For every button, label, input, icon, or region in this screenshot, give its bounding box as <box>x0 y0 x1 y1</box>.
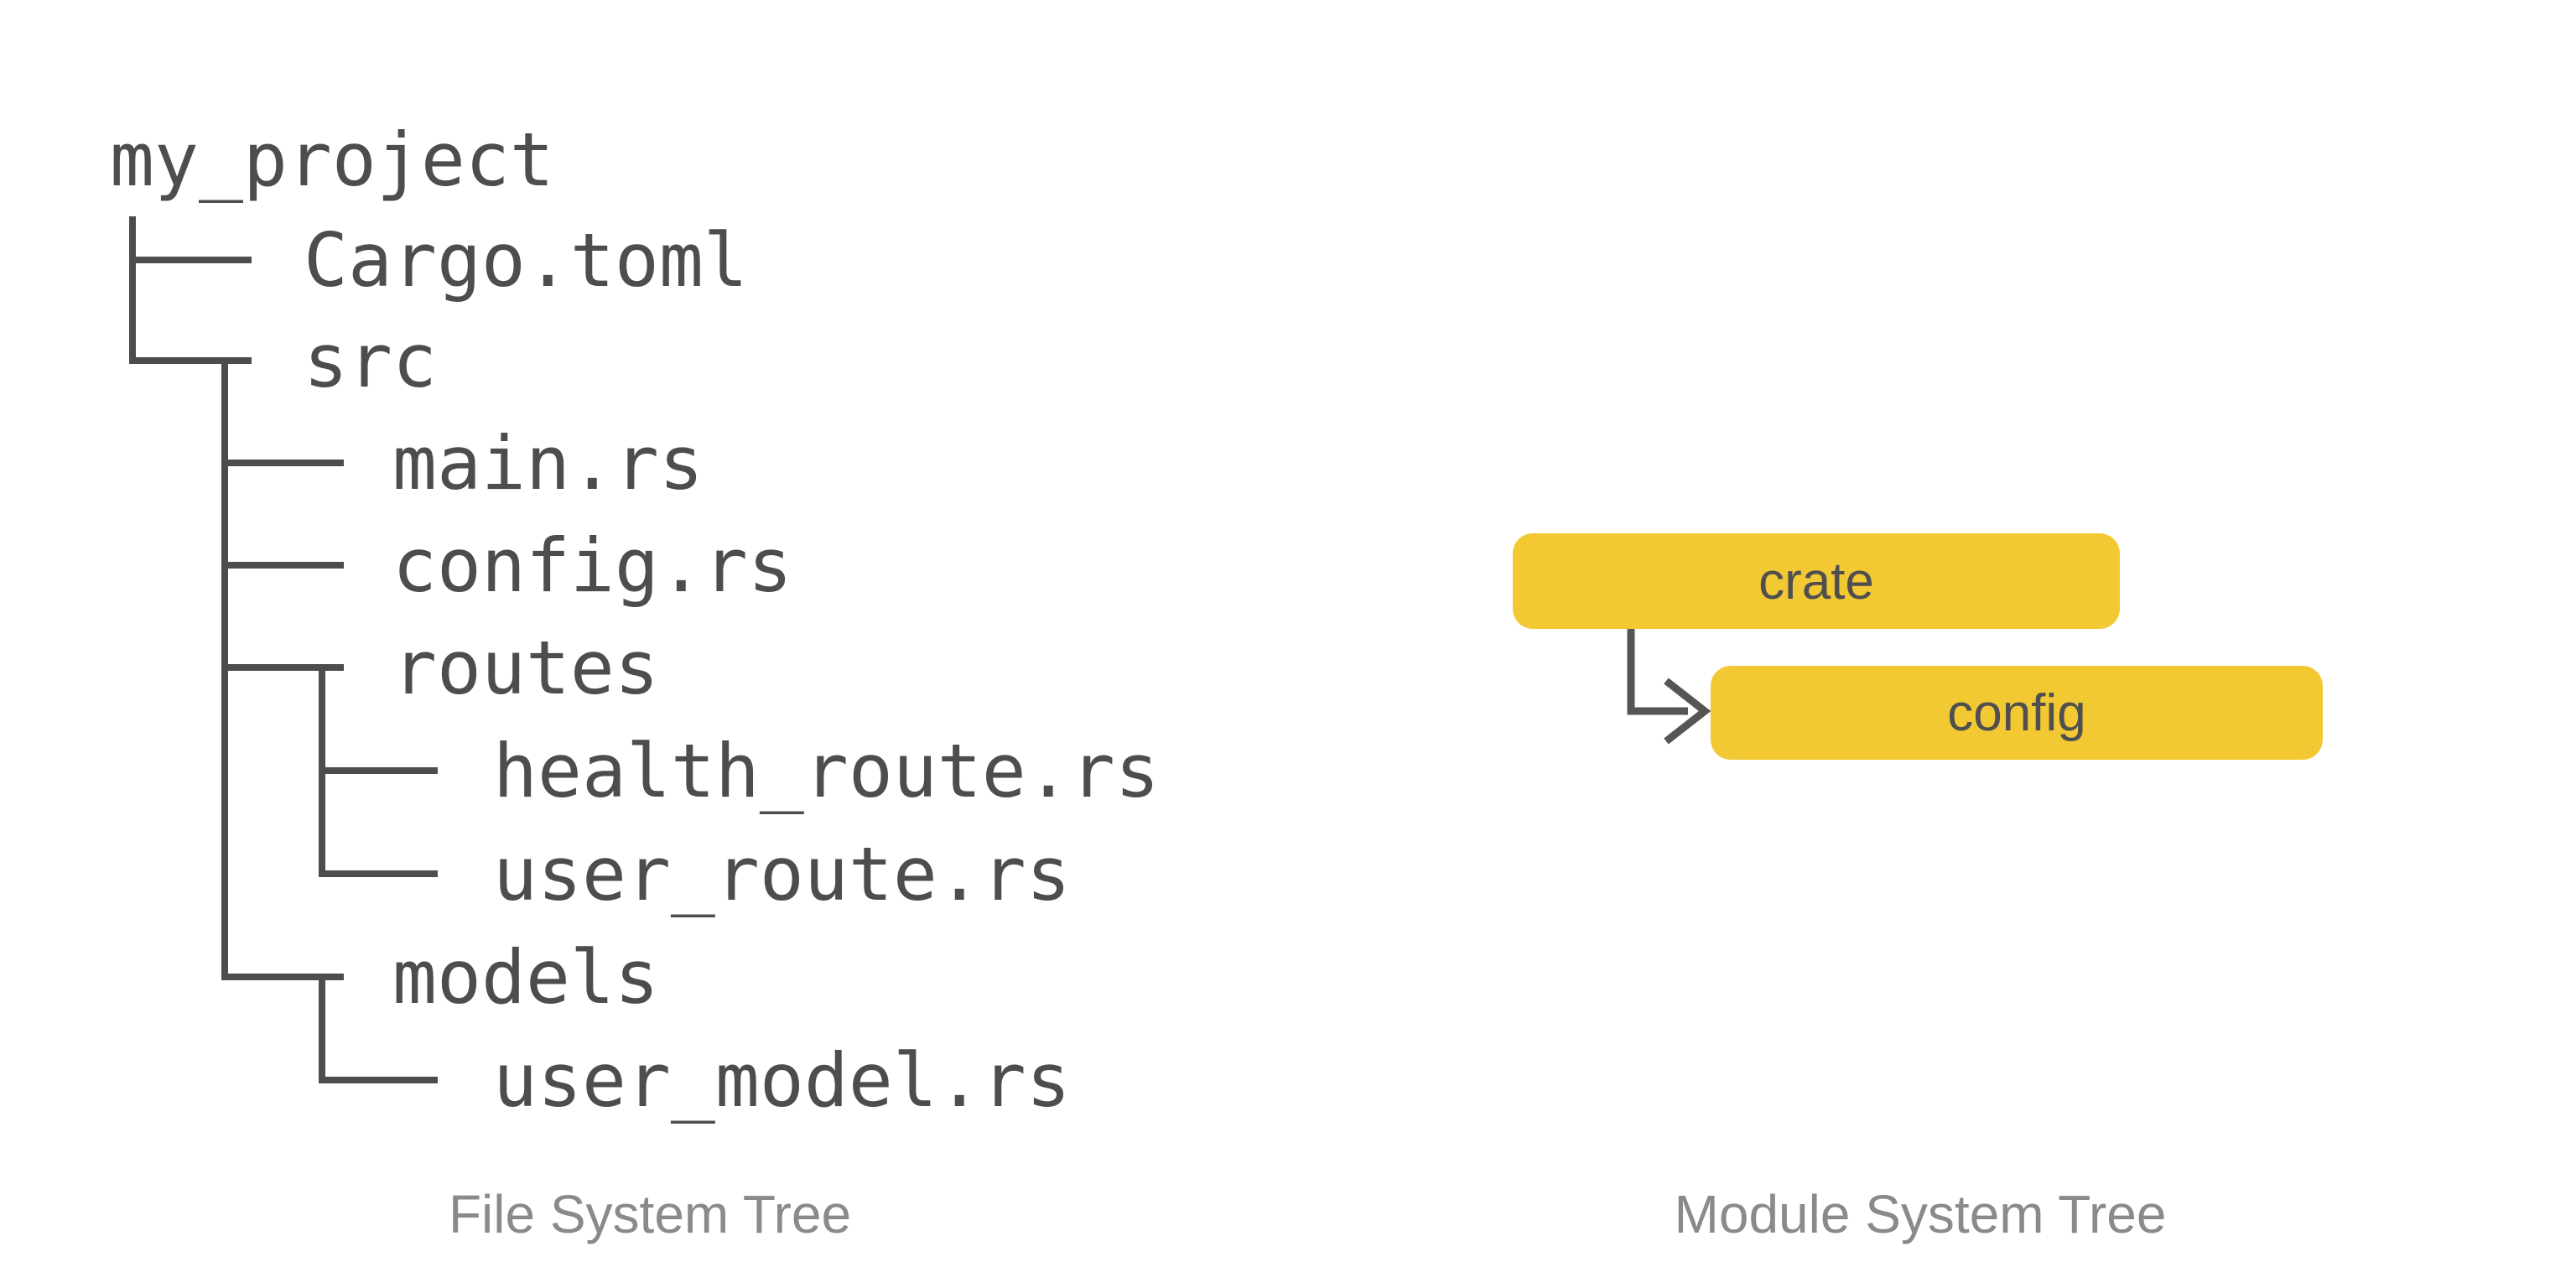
tree-node-user-route: user_route.rs <box>493 830 1071 917</box>
tree-node-cargo-toml: Cargo.toml <box>304 216 748 304</box>
file-tree-caption: File System Tree <box>448 1184 852 1244</box>
tree-node-routes: routes <box>392 624 659 711</box>
tree-connector-user-route-branch <box>319 870 438 877</box>
module-node-config: config <box>1711 666 2323 760</box>
tree-node-health-route: health_route.rs <box>493 727 1160 814</box>
tree-connector-models-branch <box>221 974 344 980</box>
tree-connector-root-vertical <box>129 216 136 364</box>
module-node-crate-label: crate <box>1758 552 1874 610</box>
tree-node-main-rs: main.rs <box>392 419 704 506</box>
tree-node-config-rs: config.rs <box>392 522 792 609</box>
tree-node-user-model: user_model.rs <box>493 1036 1071 1124</box>
module-node-config-label: config <box>1947 683 2086 742</box>
edge-elbow-line <box>1627 629 1688 715</box>
module-system-tree: crate config Module System Tree <box>1288 0 2576 1288</box>
tree-connector-src-branch <box>129 357 252 364</box>
crate-to-config-edge <box>1627 629 1711 745</box>
module-node-crate: crate <box>1513 533 2120 629</box>
tree-connector-models-vertical <box>319 974 325 1083</box>
tree-connector-routes-branch <box>221 664 344 671</box>
arrowhead-icon <box>1664 678 1711 745</box>
tree-connector-cargo-branch <box>129 257 252 263</box>
tree-connector-config-branch <box>221 562 344 569</box>
file-system-tree: my_project Cargo.toml src main.rs config… <box>110 116 1160 1245</box>
tree-node-my-project: my_project <box>110 116 554 203</box>
module-tree-caption: Module System Tree <box>1674 1184 2167 1244</box>
tree-connector-health-branch <box>319 767 438 774</box>
tree-node-models: models <box>392 933 659 1021</box>
tree-connector-user-model-branch <box>319 1077 438 1083</box>
tree-node-src: src <box>304 317 437 404</box>
tree-connector-main-branch <box>221 460 344 466</box>
